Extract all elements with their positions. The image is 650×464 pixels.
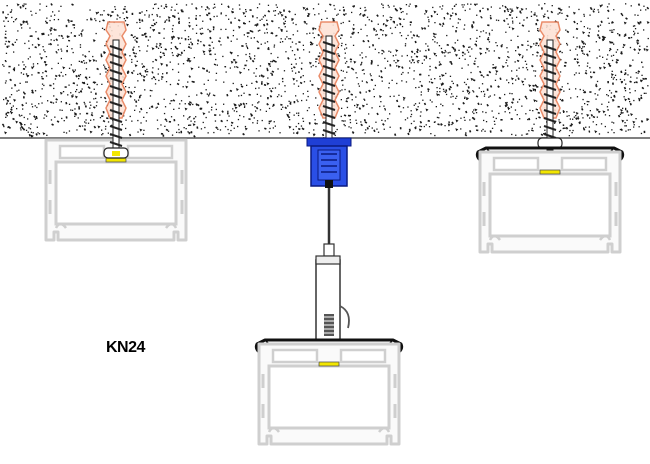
cable [339,305,350,329]
ceiling-mounted-profile [44,21,188,242]
canopy-plate [306,137,352,147]
bracket-mounted-profile [475,21,625,254]
wire-gripper-top [323,243,335,257]
product-code-label: KN24 [106,339,145,356]
led-dot [112,151,120,156]
pendant-profile [254,21,404,446]
